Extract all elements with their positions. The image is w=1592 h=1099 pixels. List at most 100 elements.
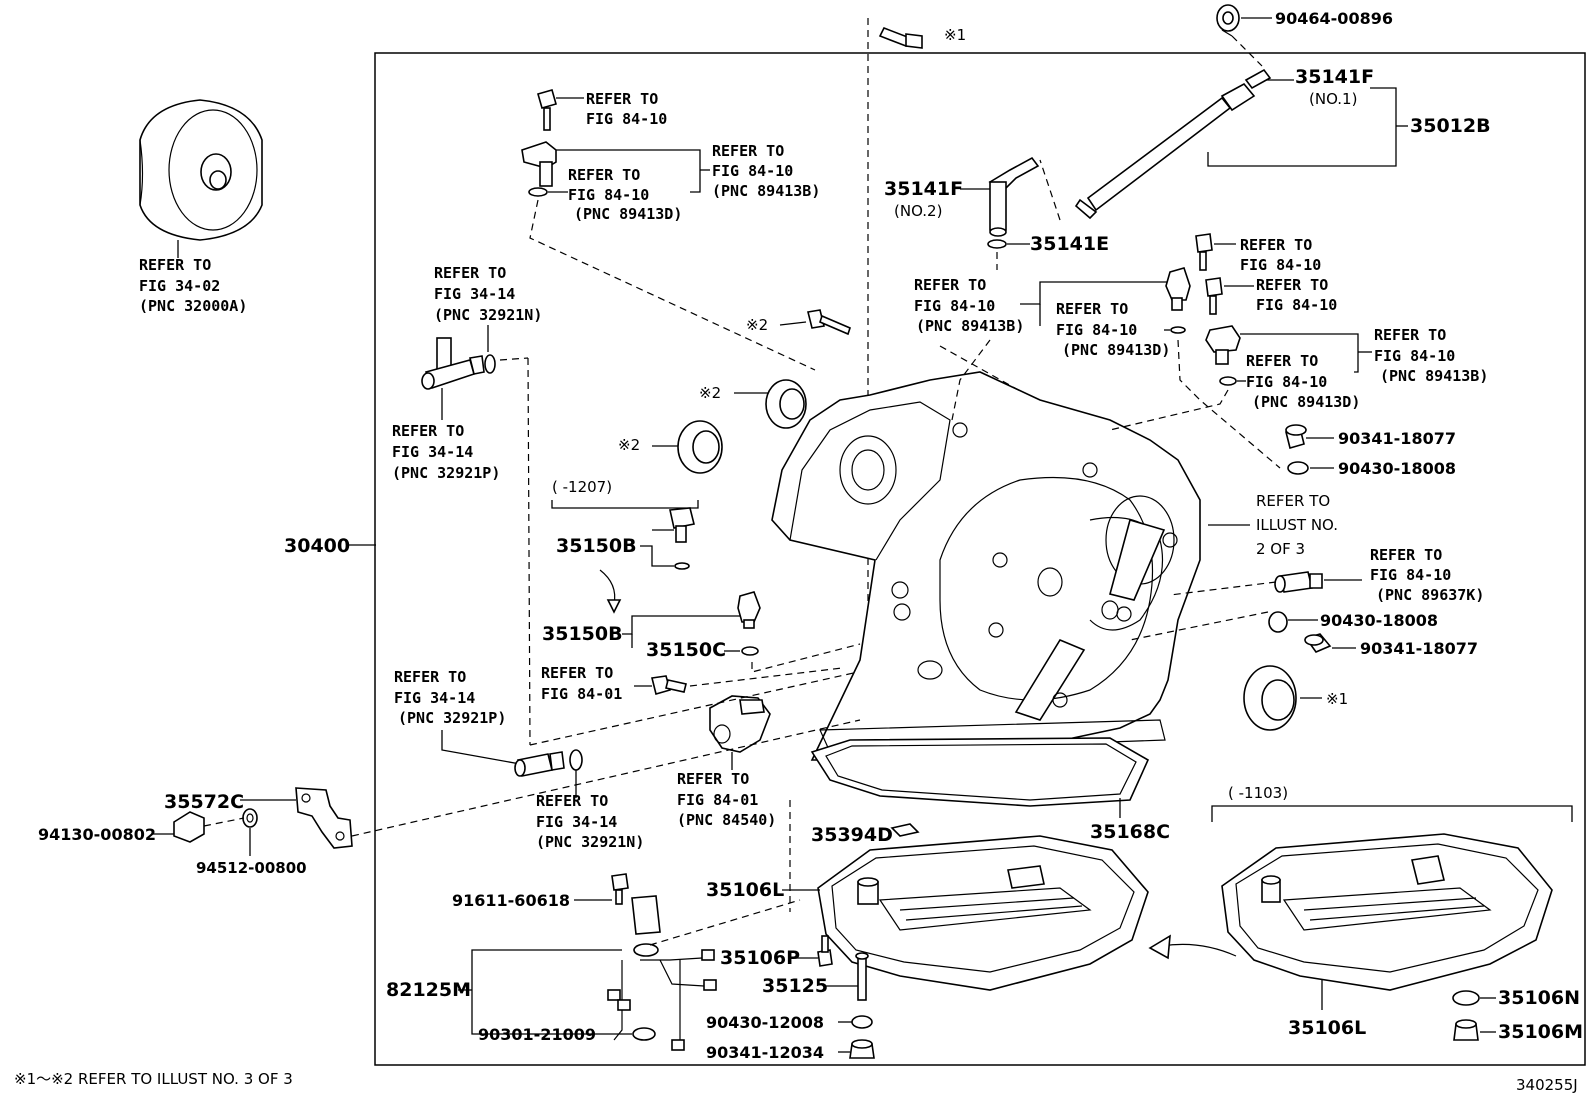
part-35141F-no1: 35141F — [1295, 66, 1374, 88]
part-90464-00896: 90464-00896 — [1275, 9, 1393, 28]
marker-2-bolt: ※2 — [746, 316, 768, 334]
marker-2-seal-left: ※2 — [618, 436, 640, 454]
part-35141E: 35141E — [1030, 233, 1109, 255]
o-ring-icon-35150C — [741, 646, 759, 656]
speed-sensor-plug-icon — [1274, 571, 1323, 593]
part-35141F-no2: 35141F — [884, 178, 963, 200]
gasket-icon-35106N — [1452, 990, 1480, 1006]
part-90430-18008-upper: 90430-18008 — [1338, 459, 1456, 478]
drain-plug-icon-lower — [1304, 633, 1332, 653]
bolt-icon-sensor-top — [537, 89, 557, 131]
ref-nss-3: (PNC 84540) — [677, 811, 776, 829]
ref-mid-oring-3: (PNC 89413D) — [1062, 341, 1170, 359]
part-90301-21009: 90301-21009 — [478, 1025, 596, 1044]
ref-right-sensor-3: (PNC 89413B) — [1380, 367, 1488, 385]
oil-seal-icon-1 — [765, 379, 807, 429]
clip-icon — [1216, 4, 1240, 37]
part-35150B-upper: 35150B — [556, 535, 637, 557]
ref-top-oring-2: FIG 84-10 — [568, 186, 649, 204]
part-94130-00802: 94130-00802 — [38, 825, 156, 844]
bolt-icon-91611 — [611, 873, 629, 905]
ref-right-bolt1-1: REFER TO — [1240, 236, 1312, 254]
speed-sensor-icon-right — [1205, 325, 1241, 365]
torque-converter-icon — [139, 99, 263, 241]
ref-torque-converter-3: (PNC 32000A) — [139, 297, 247, 315]
ref-torque-converter-2: FIG 34-02 — [139, 277, 220, 295]
oil-seal-icon-2 — [677, 420, 723, 474]
ref-mid-oring-2: FIG 84-10 — [1056, 321, 1137, 339]
ref-nss-1: REFER TO — [677, 770, 749, 788]
speed-sensor-icon-mid — [1165, 267, 1191, 311]
assembly-frame — [374, 52, 1586, 1066]
ref-mid-sensor-1: REFER TO — [914, 276, 986, 294]
ref-right-bolt2-1: REFER TO — [1256, 276, 1328, 294]
part-35141F-no1-note: (NO.1) — [1309, 90, 1357, 108]
ref-top-sensor-2: FIG 84-10 — [712, 162, 793, 180]
ref-hose-low-2: FIG 34-14 — [394, 689, 475, 707]
part-90341-12034: 90341-12034 — [706, 1043, 824, 1062]
part-35106L-main: 35106L — [706, 879, 784, 901]
gasket-icon-lower — [1268, 611, 1288, 633]
part-35106M: 35106M — [1498, 1021, 1583, 1043]
ref-right-oring-2: FIG 84-10 — [1246, 373, 1327, 391]
bolt-icon-nss — [651, 675, 687, 695]
footnote: ※1～※2 REFER TO ILLUST NO. 3 OF 3 — [14, 1070, 293, 1088]
ref-hose-low-oring-3: (PNC 32921N) — [536, 833, 644, 851]
gasket-icon-upper — [1287, 461, 1309, 475]
part-90341-18077-lower: 90341-18077 — [1360, 639, 1478, 658]
oil-seal-icon-right — [1243, 665, 1297, 731]
washer-icon — [242, 808, 258, 828]
part-90430-12008: 90430-12008 — [706, 1013, 824, 1032]
part-35572C: 35572C — [164, 791, 244, 813]
oil-pan-alt-icon — [1221, 833, 1553, 991]
bolt-icon-right-1 — [1195, 233, 1213, 271]
ref-hose-top-2: FIG 34-14 — [434, 285, 515, 303]
ref-mid-sensor-3: (PNC 89413B) — [916, 317, 1024, 335]
o-ring-icon-mid — [1170, 326, 1186, 334]
ref-illust-2: ILLUST NO. — [1256, 516, 1338, 534]
ref-nss-2: FIG 84-01 — [677, 791, 758, 809]
bolt-icon-top — [878, 26, 923, 49]
solenoid-icon-1 — [669, 507, 695, 570]
drain-plug-icon-12034 — [849, 1039, 875, 1059]
part-90430-18008-lower: 90430-18008 — [1320, 611, 1438, 630]
ref-top-bolt-2: FIG 84-10 — [586, 110, 667, 128]
ref-hose-top-3: (PNC 32921N) — [434, 306, 542, 324]
part-35394D: 35394D — [811, 824, 893, 846]
ref-speed-2: FIG 84-10 — [1370, 566, 1451, 584]
o-ring-icon-90301 — [632, 1027, 656, 1041]
ref-top-sensor-3: (PNC 89413B) — [712, 182, 820, 200]
ref-hose-low-oring-1: REFER TO — [536, 792, 608, 810]
part-35125: 35125 — [762, 975, 828, 997]
ref-right-sensor-1: REFER TO — [1374, 326, 1446, 344]
ref-right-oring-3: (PNC 89413D) — [1252, 393, 1360, 411]
transaxle-case-icon — [771, 371, 1201, 761]
bolt-icon-35106P — [817, 935, 833, 967]
ref-hose-mid-3: (PNC 32921P) — [392, 464, 500, 482]
oil-pan-icon — [817, 835, 1149, 991]
part-35141F-no2-note: (NO.2) — [894, 202, 942, 220]
ref-right-bolt2-2: FIG 84-10 — [1256, 296, 1337, 314]
drain-plug-icon-upper — [1285, 424, 1307, 449]
temp-sensor-wiring-icon — [607, 895, 717, 1051]
ref-right-bolt1-2: FIG 84-10 — [1240, 256, 1321, 274]
o-ring-icon — [987, 239, 1007, 249]
ref-speed-3: (PNC 89637K) — [1376, 586, 1484, 604]
ref-mid-oring-1: REFER TO — [1056, 300, 1128, 318]
part-35150C: 35150C — [646, 639, 726, 661]
part-30400: 30400 — [284, 535, 350, 557]
nut-icon — [173, 811, 205, 843]
ref-illust-1: REFER TO — [1256, 492, 1330, 510]
part-91611-60618: 91611-60618 — [452, 891, 570, 910]
oil-cooler-tube-icon — [1074, 68, 1272, 220]
range-1207: ( -1207) — [552, 478, 612, 496]
ref-nss-bolt-1: REFER TO — [541, 664, 613, 682]
range-1103: ( -1103) — [1228, 784, 1288, 802]
solenoid-icon-2 — [737, 591, 761, 629]
ref-top-oring-3: (PNC 89413D) — [574, 205, 682, 223]
hose-elbow-icon — [421, 337, 496, 390]
neutral-start-switch-icon — [709, 695, 771, 753]
ref-top-sensor-1: REFER TO — [712, 142, 784, 160]
ref-hose-mid-2: FIG 34-14 — [392, 443, 473, 461]
